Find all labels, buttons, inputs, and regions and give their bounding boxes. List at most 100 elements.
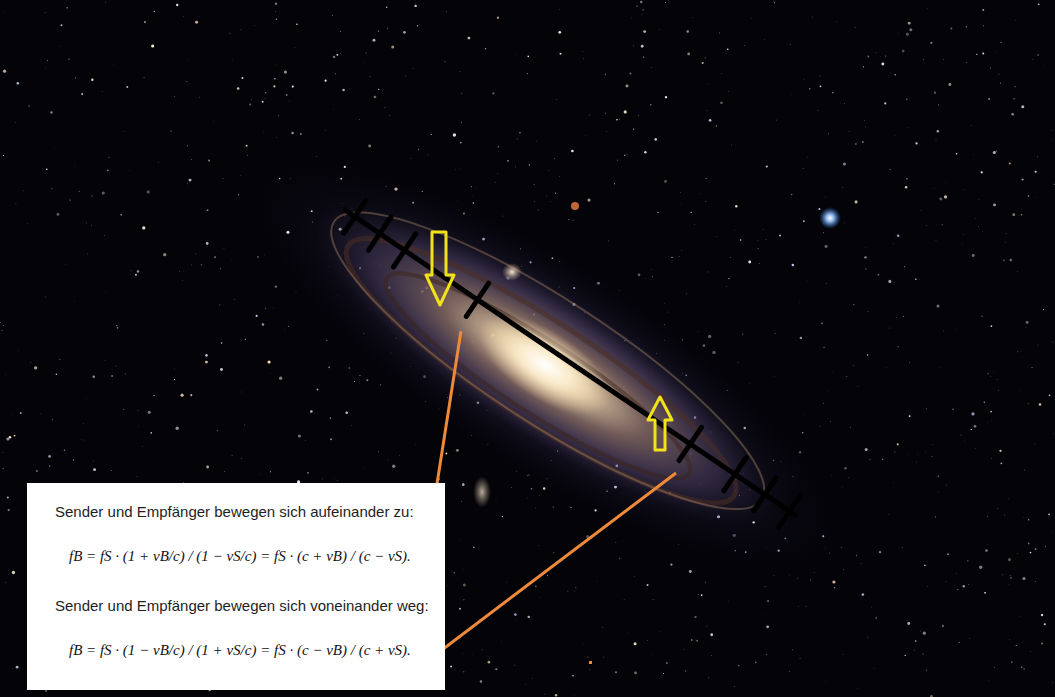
star xyxy=(651,276,653,278)
star xyxy=(802,432,803,433)
star xyxy=(719,32,721,34)
star xyxy=(386,7,387,8)
star xyxy=(710,633,713,636)
star xyxy=(735,205,737,207)
star xyxy=(944,195,947,198)
star xyxy=(305,440,307,442)
star xyxy=(572,675,574,677)
star xyxy=(957,589,959,591)
star xyxy=(638,115,640,117)
formula-box: Sender und Empfänger bewegen sich aufein… xyxy=(27,483,445,690)
star xyxy=(999,450,1001,452)
star xyxy=(537,209,539,211)
star xyxy=(897,443,899,445)
star xyxy=(982,231,984,233)
star xyxy=(446,11,448,13)
star xyxy=(366,379,368,381)
star xyxy=(603,656,605,658)
star xyxy=(901,547,903,549)
star xyxy=(908,453,910,455)
star xyxy=(65,264,67,266)
star xyxy=(712,351,715,354)
star xyxy=(909,362,911,364)
star xyxy=(624,110,627,113)
star xyxy=(48,455,51,458)
star xyxy=(897,32,899,34)
star xyxy=(217,430,218,431)
star xyxy=(916,461,918,463)
star xyxy=(998,389,1000,391)
star xyxy=(938,105,940,107)
motion-arrow-up xyxy=(648,397,672,450)
star xyxy=(179,270,181,272)
star xyxy=(83,439,85,441)
star xyxy=(966,62,968,64)
star xyxy=(75,77,76,78)
star xyxy=(22,190,24,192)
star xyxy=(336,54,338,56)
star xyxy=(191,264,193,266)
star xyxy=(224,471,226,473)
star xyxy=(856,687,858,689)
star xyxy=(553,507,554,508)
star xyxy=(553,552,554,553)
star xyxy=(939,367,941,369)
star xyxy=(906,99,907,100)
star xyxy=(333,56,335,58)
star xyxy=(708,82,710,84)
star xyxy=(1037,54,1039,56)
star xyxy=(1004,514,1006,516)
star xyxy=(74,300,76,302)
star xyxy=(558,31,561,34)
star xyxy=(903,316,904,317)
star xyxy=(920,630,922,632)
star xyxy=(749,383,751,385)
star xyxy=(766,654,767,655)
star xyxy=(1028,543,1030,545)
star xyxy=(296,24,298,26)
star xyxy=(865,126,867,128)
star xyxy=(705,201,707,203)
star xyxy=(934,92,936,94)
star xyxy=(704,581,706,583)
star xyxy=(909,28,912,31)
star xyxy=(206,466,209,469)
star xyxy=(1026,321,1029,324)
star xyxy=(959,642,960,643)
star xyxy=(87,253,89,255)
star xyxy=(250,99,252,101)
star xyxy=(664,302,666,304)
star xyxy=(190,394,192,396)
star xyxy=(915,142,917,144)
star xyxy=(697,331,699,333)
star xyxy=(608,240,610,242)
star xyxy=(817,110,819,112)
star xyxy=(842,187,844,189)
star xyxy=(584,135,586,137)
star xyxy=(641,45,644,48)
star xyxy=(767,600,769,602)
star xyxy=(993,151,996,154)
star xyxy=(850,426,852,428)
star xyxy=(93,376,95,378)
star xyxy=(915,640,916,641)
star xyxy=(844,103,846,105)
star xyxy=(988,679,990,681)
star xyxy=(461,121,463,123)
star xyxy=(559,176,561,178)
star xyxy=(507,160,509,162)
star xyxy=(663,673,664,674)
star xyxy=(54,147,56,149)
star xyxy=(180,394,183,397)
star xyxy=(516,138,518,140)
star xyxy=(0,322,1,324)
star xyxy=(241,77,243,79)
star xyxy=(11,413,13,415)
star xyxy=(525,684,527,686)
star xyxy=(231,59,233,61)
star xyxy=(942,625,944,627)
star xyxy=(694,223,696,225)
star xyxy=(1017,270,1019,272)
star xyxy=(275,11,277,13)
star xyxy=(803,220,805,222)
